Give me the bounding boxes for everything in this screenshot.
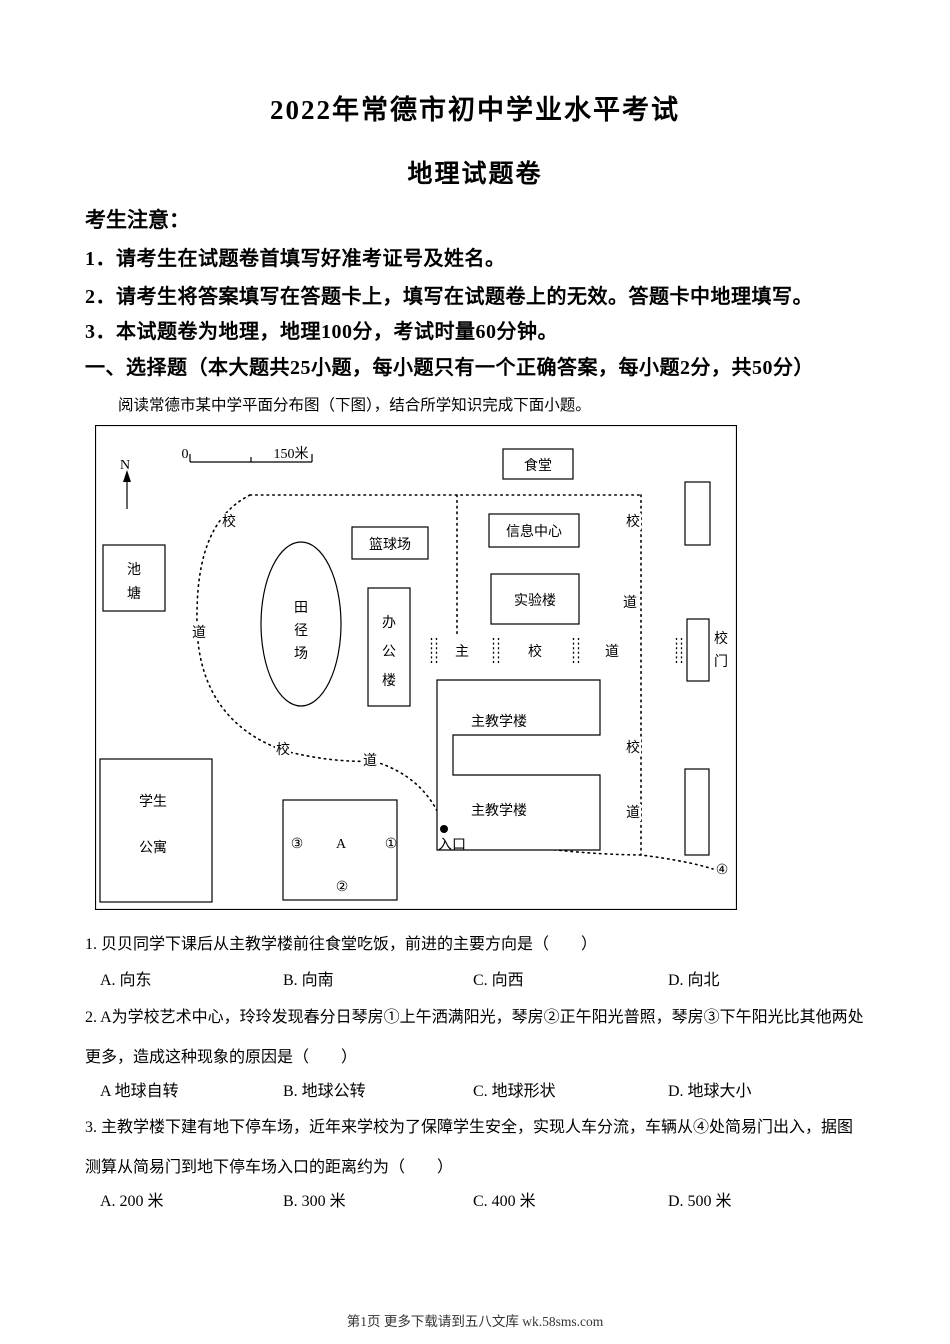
basketball-court [351,526,429,560]
map-border [95,425,737,910]
lab-building [490,573,580,625]
main-road-label-1: 主 [455,644,469,660]
info-center-label: 信息中心 [506,523,562,540]
gate-4-backing [714,861,730,877]
road-label-backings [191,513,641,821]
pond [102,544,166,612]
track-field-label-1: 田 [294,601,308,616]
road-label-dao-right-lower: 道 [626,805,640,821]
room-3-marker: ③ [291,837,304,852]
school-gate-label-2: 门 [714,654,728,670]
road-label-xiao-bottom: 校 [276,741,290,758]
question-3-text: 3. 主教学楼下建有地下停车场，近年来学校为了保障学生安全，实现人车分流，车辆从… [85,1119,854,1176]
question-1-option-a: A. 向东 [100,972,152,989]
scale-start-label: 0 [182,447,189,462]
office-label-3: 楼 [382,673,396,689]
track-field-label-3: 场 [294,646,308,662]
question-1-option-c: C. 向西 [473,972,524,989]
canteen-building [502,448,574,480]
info-center-building [488,513,580,548]
question-3-option-c: C. 400 米 [473,1193,536,1210]
pond-label-1: 池 [127,562,141,578]
question-2-text: 2. A为学校艺术中心，玲玲发现春分日琴房①上午洒满阳光，琴房②正午阳光普照，琴… [85,1009,864,1066]
right-building-bottom [684,768,710,856]
notice-item-1: 1．请考生在试题卷首填写好准考证号及姓名。 [85,248,506,270]
basketball-court-label: 篮球场 [369,537,411,553]
question-3-option-d: D. 500 米 [668,1193,732,1210]
teaching-building-label-1: 主教学楼 [471,714,527,730]
question-2-options: A 地球自转 B. 地球公转 C. 地球形状 D. 地球大小 [85,1072,867,1112]
room-1-marker: ① [385,837,398,852]
campus-map: N 0 150米 食堂 池 塘 篮球场 信息中心 实验楼 田 [95,425,737,910]
exam-title: 2022年常德市初中学业水平考试 [270,95,680,125]
question-1-text: 1. 贝贝同学下课后从主教学楼前往食堂吃饭，前进的主要方向是（ ） [85,936,598,953]
road-label-xiao-topleft: 校 [222,513,236,530]
right-building-top [684,481,711,546]
page-footer: 第1页 更多下载请到五八文库 wk.58sms.com [346,1314,604,1329]
question-1-option-d: D. 向北 [668,972,720,989]
scale-bar [189,454,313,463]
main-road-label-2: 校 [528,643,542,660]
track-field-label-2: 径 [294,623,308,639]
track-field [260,541,342,707]
dorm-label-1: 学生 [139,794,167,810]
pond-label-2: 塘 [127,586,141,602]
office-building [367,587,411,707]
scale-end-label: 150米 [274,446,309,462]
notice-header: 考生注意： [85,208,190,232]
lab-building-label: 实验楼 [514,593,556,609]
main-road-label-3: 道 [605,644,619,660]
exam-subtitle: 地理试题卷 [407,161,543,188]
question-2-option-d: D. 地球大小 [668,1083,752,1100]
question-2-option-a: A 地球自转 [100,1083,179,1100]
art-center-building [282,799,398,901]
notice-item-2: 2．请考生将答案填写在答题卡上，填写在试题卷上的无效。答题卡中地理填写。 [85,286,813,308]
question-1-option-b: B. 向南 [283,972,334,989]
question-2-option-b: B. 地球公转 [283,1083,366,1100]
right-building-middle [686,618,710,682]
road-label-xiao-right-lower: 校 [626,739,640,756]
notice-item-3: 3．本试题卷为地理，地理100分，考试时量60分钟。 [85,321,558,343]
gate-4-marker: ④ [716,863,729,878]
parking-entrance-dot [440,825,448,833]
north-label: N [120,458,130,473]
teaching-building [436,679,601,851]
question-1-options: A. 向东 B. 向南 C. 向西 D. 向北 [85,961,867,1001]
dorm-label-2: 公寓 [139,839,167,856]
art-center-label: A [336,837,347,852]
question-3-options: A. 200 米 B. 300 米 C. 400 米 D. 500 米 [85,1182,867,1222]
main-road-hatches [430,638,683,664]
section-heading: 一、选择题（本大题共25小题，每小题只有一个正确答案，每小题2分，共50分） [85,357,814,379]
canteen-label: 食堂 [524,457,552,474]
dorm-building [99,758,213,903]
teaching-building-label-2: 主教学楼 [471,803,527,819]
question-2-option-c: C. 地球形状 [473,1083,556,1100]
question-3-option-b: B. 300 米 [283,1193,346,1210]
road-label-xiao-topright: 校 [626,513,640,530]
road-label-dao-bottom: 道 [363,753,377,769]
road-label-dao-right-upper: 道 [623,595,637,611]
office-label-2: 公 [382,645,396,660]
north-arrow [123,470,131,509]
entrance-label: 入口 [438,838,466,853]
road-label-dao-left: 道 [192,625,206,641]
office-label-1: 办 [382,615,396,631]
passage-intro: 阅读常德市某中学平面分布图（下图），结合所学知识完成下面小题。 [118,397,591,414]
school-gate-label-1: 校 [714,630,728,647]
question-3-option-a: A. 200 米 [100,1193,164,1210]
room-2-marker: ② [336,880,349,895]
